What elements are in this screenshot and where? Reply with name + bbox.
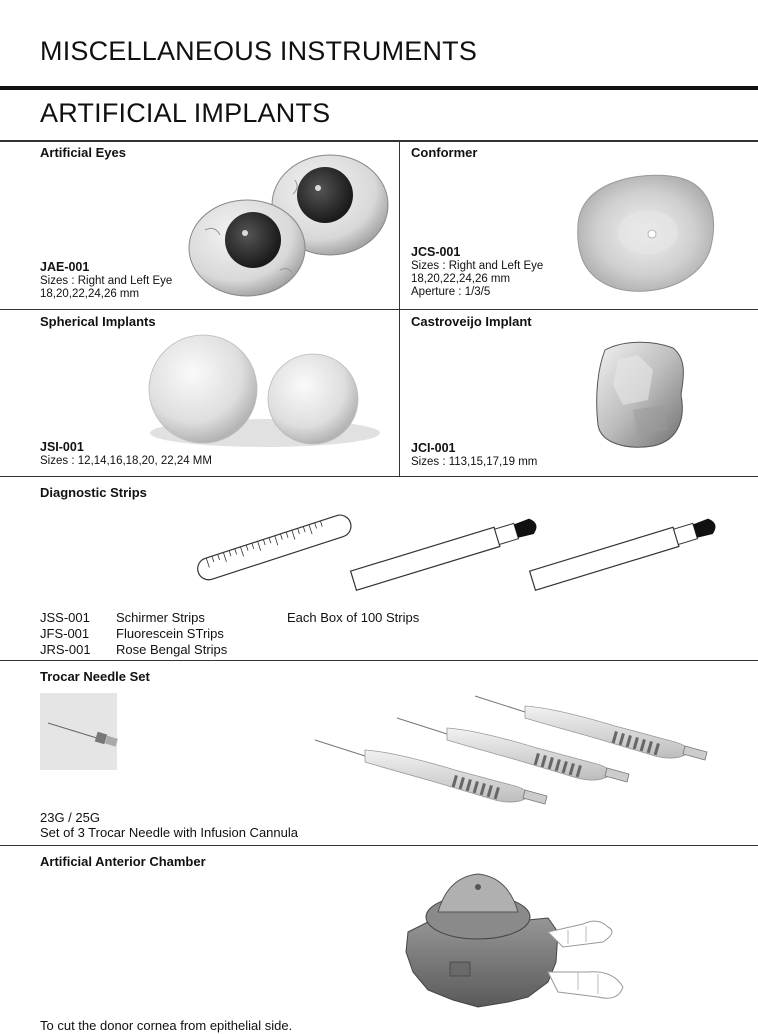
spherical-code: JSI-001 (40, 440, 84, 454)
grid-line (0, 309, 758, 310)
castroveijo-implant-image (596, 341, 684, 448)
grid-line (399, 140, 400, 476)
conformer-sizes: Sizes : Right and Left Eye (411, 260, 544, 272)
conformer-title: Conformer (411, 145, 478, 160)
conformer-code: JCS-001 (411, 245, 461, 259)
trocar-needles-image (314, 695, 708, 805)
fluorescein-strip-image (349, 518, 537, 592)
diagnostic-title: Diagnostic Strips (40, 485, 147, 500)
spherical-implants-image (148, 334, 380, 447)
trocar-description: Set of 3 Trocar Needle with Infusion Can… (40, 825, 298, 840)
title-divider (0, 86, 758, 90)
artificial-eyes-image (188, 154, 389, 297)
trocar-title: Trocar Needle Set (40, 669, 150, 684)
artificial-eyes-code: JAE-001 (40, 260, 90, 274)
chamber-description: To cut the donor cornea from epithelial … (40, 1018, 293, 1033)
diagnostic-name-2: Fluorescein STrips (116, 626, 224, 641)
spherical-sizes: Sizes : 12,14,16,18,20, 22,24 MM (40, 455, 212, 467)
artificial-eyes-title: Artificial Eyes (40, 145, 126, 160)
trocar-gauge: 23G / 25G (40, 810, 100, 825)
diagnostic-code-3: JRS-001 (40, 642, 91, 657)
grid-line (0, 476, 758, 477)
schirmer-strip-image (197, 514, 352, 581)
diagnostic-name-3: Rose Bengal Strips (116, 642, 228, 657)
spherical-title: Spherical Implants (40, 314, 156, 329)
diagnostic-code-2: JFS-001 (40, 626, 90, 641)
conformer-image (577, 174, 715, 292)
diagnostic-box-note: Each Box of 100 Strips (287, 610, 420, 625)
anterior-chamber-image (405, 873, 624, 1008)
grid-line (0, 140, 758, 142)
chamber-title: Artificial Anterior Chamber (40, 854, 206, 869)
artificial-eyes-mm: 18,20,22,24,26 mm (40, 288, 140, 300)
grid-line (0, 845, 758, 846)
castroveijo-code: JCI-001 (411, 441, 456, 455)
diagnostic-name-1: Schirmer Strips (116, 610, 205, 625)
section-title: ARTIFICIAL IMPLANTS (40, 98, 331, 128)
diagnostic-code-1: JSS-001 (40, 610, 90, 625)
page-title: MISCELLANEOUS INSTRUMENTS (40, 36, 478, 66)
castroveijo-sizes: Sizes : 113,15,17,19 mm (411, 456, 538, 468)
conformer-mm: 18,20,22,24,26 mm (411, 273, 511, 285)
castroveijo-title: Castroveijo Implant (411, 314, 532, 329)
trocar-thumbnail-image (40, 693, 118, 770)
conformer-aperture: Aperture : 1/3/5 (411, 286, 491, 298)
rose-bengal-strip-image (528, 518, 716, 592)
grid-line (0, 660, 758, 661)
artificial-eyes-sizes: Sizes : Right and Left Eye (40, 275, 173, 287)
